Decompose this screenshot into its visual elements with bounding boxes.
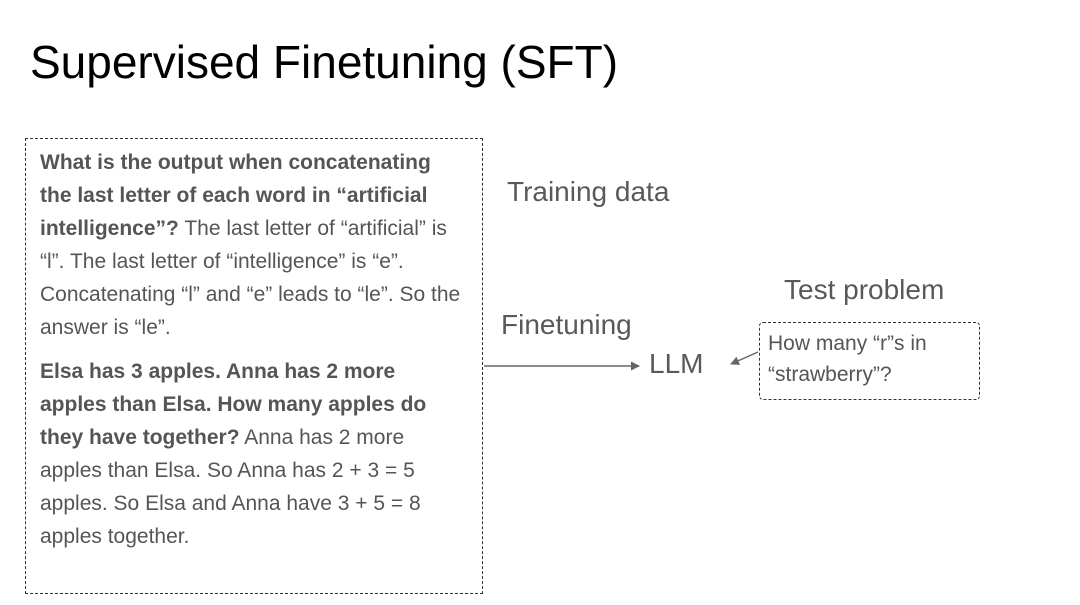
test-problem-label: Test problem <box>784 274 945 305</box>
training-example-2: Elsa has 3 apples. Anna has 2 more apple… <box>40 356 467 554</box>
training-example-2-question: Elsa has 3 apples. Anna has 2 more apple… <box>40 359 427 449</box>
training-data-box: What is the output when concatenating th… <box>25 138 483 594</box>
test-problem-question: How many “r”s in “strawberry”? <box>768 332 927 387</box>
training-data-label: Training data <box>507 176 670 207</box>
training-example-2-answer: Anna has 2 more apples than Elsa. So Ann… <box>40 425 421 548</box>
slide-title: Supervised Finetuning (SFT) <box>30 36 619 88</box>
llm-label: LLM <box>649 348 704 379</box>
training-example-1-question: What is the output when concatenating th… <box>40 151 431 240</box>
training-example-1: What is the output when concatenating th… <box>40 147 467 345</box>
test-problem-box: How many “r”s in “strawberry”? <box>759 322 980 400</box>
test-input-arrow <box>730 351 759 365</box>
finetuning-label: Finetuning <box>501 309 632 340</box>
training-example-1-answer: The last letter of “artificial” is “l”. … <box>40 216 461 339</box>
